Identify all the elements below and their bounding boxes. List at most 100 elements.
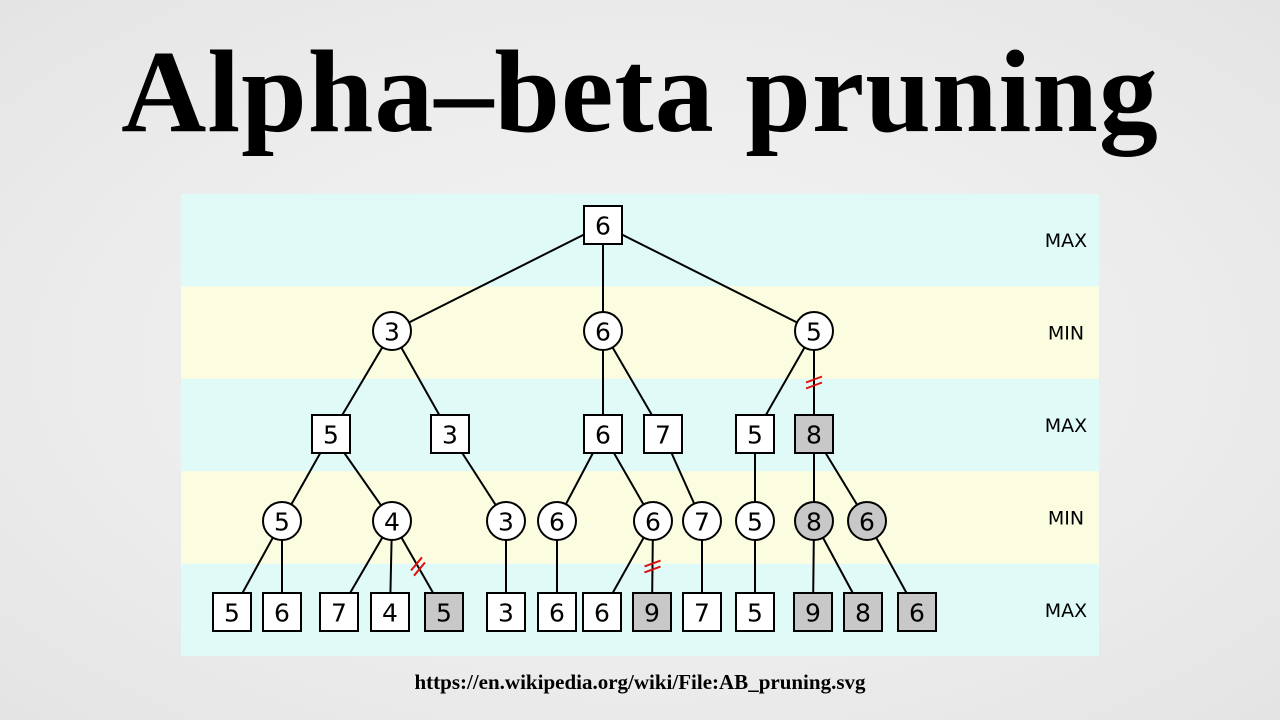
page-title: Alpha–beta pruning <box>121 26 1159 157</box>
node-value: 7 <box>331 599 347 628</box>
max-node: 7 <box>682 592 722 632</box>
max-node-pruned: 5 <box>424 592 464 632</box>
prune-cut-mark <box>644 559 661 574</box>
min-node: 6 <box>633 501 673 541</box>
node-value: 5 <box>747 421 763 450</box>
node-square <box>794 414 834 454</box>
prune-cut-mark <box>410 556 426 577</box>
node-value: 6 <box>549 599 565 628</box>
max-node-pruned: 8 <box>794 414 834 454</box>
max-node: 5 <box>735 592 775 632</box>
node-circle <box>372 501 412 541</box>
node-circle <box>583 311 623 351</box>
node-value: 5 <box>274 508 290 537</box>
node-value: 5 <box>323 421 339 450</box>
node-square <box>486 592 526 632</box>
max-node: 6 <box>583 414 623 454</box>
max-node-pruned: 6 <box>897 592 937 632</box>
node-value: 6 <box>549 508 565 537</box>
min-node: 3 <box>372 311 412 351</box>
max-node: 4 <box>370 592 410 632</box>
node-value: 9 <box>805 599 821 628</box>
node-value: 5 <box>224 599 240 628</box>
node-square <box>843 592 883 632</box>
node-square <box>643 414 683 454</box>
level-label-max: MAX <box>1045 600 1087 622</box>
node-square <box>319 592 359 632</box>
max-node: 7 <box>643 414 683 454</box>
node-value: 3 <box>498 508 514 537</box>
max-node: 5 <box>735 414 775 454</box>
node-value: 7 <box>655 421 671 450</box>
source-url: https://en.wikipedia.org/wiki/File:AB_pr… <box>414 670 866 694</box>
node-value: 8 <box>806 508 822 537</box>
node-square <box>583 205 623 245</box>
level-label-max: MAX <box>1045 230 1087 252</box>
node-square <box>537 592 577 632</box>
max-node-pruned: 8 <box>843 592 883 632</box>
node-square <box>424 592 464 632</box>
level-label-max: MAX <box>1045 415 1087 437</box>
node-square <box>583 414 623 454</box>
node-value: 8 <box>855 599 871 628</box>
node-circle <box>682 501 722 541</box>
band-max-0 <box>181 194 1099 287</box>
node-circle <box>633 501 673 541</box>
min-node: 5 <box>735 501 775 541</box>
min-node: 6 <box>583 311 623 351</box>
node-square <box>370 592 410 632</box>
node-value: 6 <box>859 508 875 537</box>
node-value: 4 <box>384 508 400 537</box>
node-square <box>682 592 722 632</box>
tree-edge <box>391 224 604 332</box>
node-circle <box>372 311 412 351</box>
node-circle <box>262 501 302 541</box>
node-value: 6 <box>594 599 610 628</box>
node-value: 5 <box>806 318 822 347</box>
node-value: 6 <box>645 508 661 537</box>
node-value: 6 <box>595 212 611 241</box>
max-node: 5 <box>311 414 351 454</box>
node-square <box>212 592 252 632</box>
prune-cut-mark <box>805 375 823 390</box>
node-square <box>582 592 622 632</box>
max-node-pruned: 9 <box>793 592 833 632</box>
tree-edge <box>602 224 815 332</box>
max-node: 3 <box>430 414 470 454</box>
level-label-min: MIN <box>1048 323 1084 345</box>
node-value: 5 <box>747 508 763 537</box>
node-value: 6 <box>909 599 925 628</box>
min-node-pruned: 8 <box>794 501 834 541</box>
node-square <box>262 592 302 632</box>
node-square <box>897 592 937 632</box>
node-circle <box>735 501 775 541</box>
node-value: 6 <box>274 599 290 628</box>
max-node: 6 <box>582 592 622 632</box>
node-value: 3 <box>498 599 514 628</box>
min-node: 3 <box>486 501 526 541</box>
node-value: 4 <box>382 599 398 628</box>
min-node: 6 <box>537 501 577 541</box>
level-label-min: MIN <box>1048 507 1084 529</box>
max-node: 3 <box>486 592 526 632</box>
node-value: 6 <box>595 421 611 450</box>
min-node: 7 <box>682 501 722 541</box>
max-node-pruned: 9 <box>632 592 672 632</box>
max-node: 7 <box>319 592 359 632</box>
node-square <box>311 414 351 454</box>
node-value: 6 <box>595 318 611 347</box>
node-value: 3 <box>384 318 400 347</box>
node-value: 5 <box>436 599 452 628</box>
node-value: 8 <box>806 421 822 450</box>
node-square <box>632 592 672 632</box>
node-circle <box>794 311 834 351</box>
min-node: 5 <box>794 311 834 351</box>
node-circle <box>537 501 577 541</box>
min-node-pruned: 6 <box>847 501 887 541</box>
node-value: 5 <box>747 599 763 628</box>
node-square <box>735 592 775 632</box>
node-value: 7 <box>694 599 710 628</box>
node-square <box>793 592 833 632</box>
